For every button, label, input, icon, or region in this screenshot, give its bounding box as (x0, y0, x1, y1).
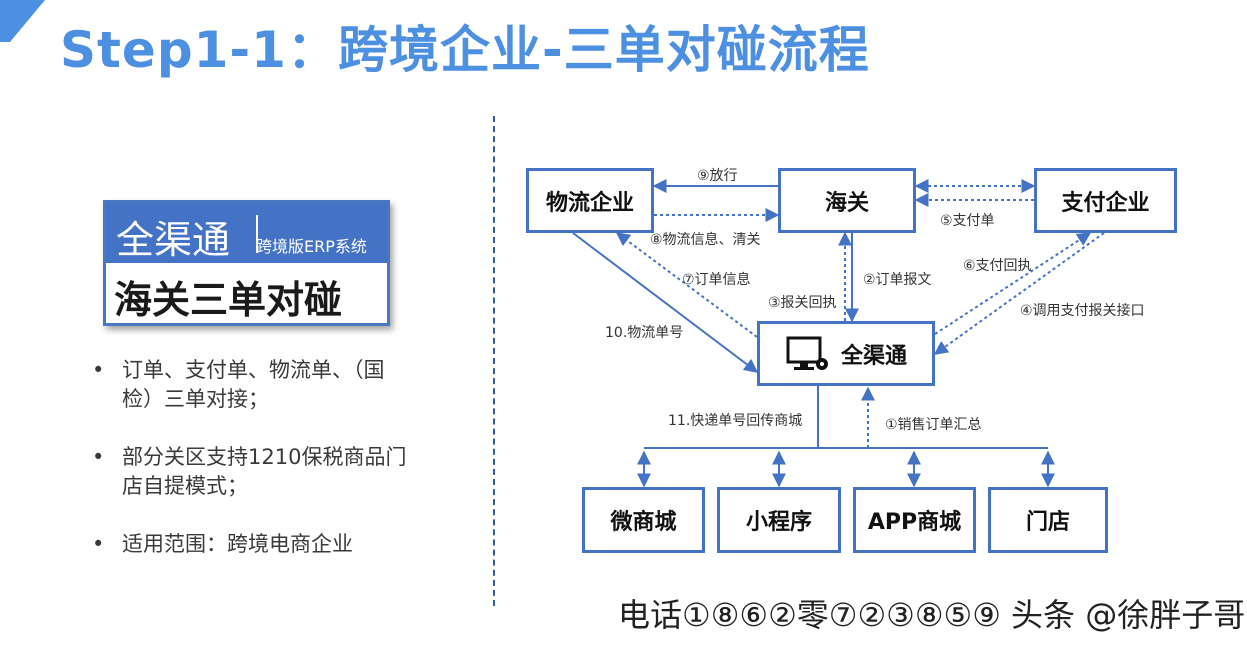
product-badge: 全渠通 跨境版ERP系统 海关三单对碰 (103, 200, 390, 326)
node-center: 全渠通 (757, 321, 935, 386)
node-payment: 支付企业 (1034, 168, 1177, 233)
bullet-text: 部分关区支持1210保税商品门店自提模式； (122, 445, 407, 498)
badge-subtitle: 跨境版ERP系统 (256, 237, 367, 256)
label-order-report: ②订单报文 (863, 272, 932, 288)
page-title: Step1-1：跨境企业-三单对碰流程 (60, 21, 870, 79)
edge-payment-receipt (934, 232, 1092, 335)
label-payment-receipt: ⑥支付回执 (963, 258, 1032, 274)
node-center-label: 全渠通 (840, 343, 907, 369)
footer-contact: 电话①⑧⑥②零⑦②③⑧⑤⑨ 头条 @徐胖子哥 (618, 596, 1246, 634)
edge-tracking-no (572, 232, 759, 373)
bullet-list: •订单、支付单、物流单、（国检）三单对接； •部分关区支持1210保税商品门店自… (92, 356, 412, 588)
node-mini-program: 小程序 (717, 487, 841, 553)
label-payment-api: ④调用支付报关接口 (1020, 303, 1145, 319)
bullet-text: 适用范围：跨境电商企业 (122, 532, 353, 556)
vertical-divider (493, 116, 495, 606)
corner-decoration (0, 0, 45, 42)
label-order-info: ⑦订单信息 (682, 272, 751, 288)
label-report-receipt: ③报关回执 (768, 295, 837, 311)
node-customs: 海关 (778, 168, 916, 233)
bullet-item: •部分关区支持1210保税商品门店自提模式； (92, 445, 407, 498)
bullet-item: •适用范围：跨境电商企业 (92, 532, 353, 556)
label-logistics-info: ⑧物流信息、清关 (650, 232, 761, 248)
label-release: ⑨放行 (697, 168, 738, 184)
badge-brand: 全渠通 (116, 218, 231, 262)
badge-header: 全渠通 跨境版ERP系统 (106, 203, 387, 263)
badge-caption: 海关三单对碰 (114, 278, 343, 322)
node-app-mall: APP商城 (853, 487, 976, 553)
label-express-back: 11.快递单号回传商城 (668, 413, 803, 429)
computer-gear-icon (786, 336, 828, 370)
label-tracking-no: 10.物流单号 (605, 325, 684, 341)
node-logistics: 物流企业 (526, 168, 654, 233)
bullet-item: •订单、支付单、物流单、（国检）三单对接； (92, 358, 385, 411)
edge-order-info (615, 232, 758, 338)
badge-divider (256, 215, 258, 253)
label-sales-summary: ①销售订单汇总 (885, 417, 982, 433)
label-payment-order: ⑤支付单 (940, 213, 995, 229)
edge-payment-api (933, 232, 1105, 355)
bullet-text: 订单、支付单、物流单、（国检）三单对接； (122, 358, 385, 411)
node-wechat-mall: 微商城 (582, 487, 705, 553)
node-store: 门店 (988, 487, 1108, 553)
